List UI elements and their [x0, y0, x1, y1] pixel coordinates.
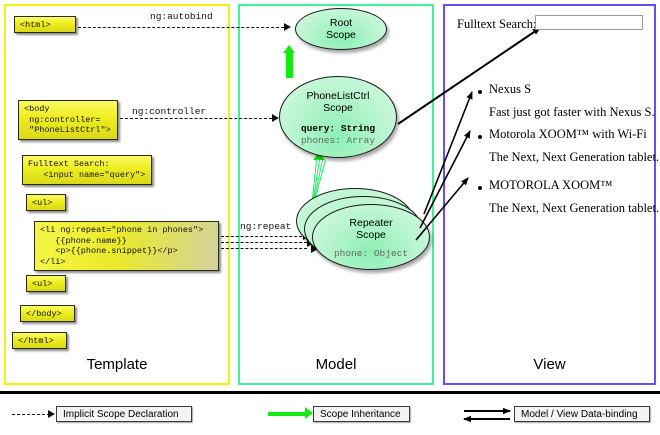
view-list-bullet — [478, 90, 482, 94]
connector-ng-repeat-2 — [221, 242, 307, 243]
legend-separator — [0, 391, 660, 394]
panel-title-model: Model — [315, 356, 357, 373]
scope-phonelistctrl-title-line2: Scope — [323, 102, 353, 114]
inheritance-arrow-ctrl-to-root-shaft — [286, 52, 293, 78]
code-box-li-repeat: <li ng:repeat="phone in phones"> {{phone… — [34, 221, 219, 271]
view-item-name: MOTOROLA XOOM™ — [489, 178, 613, 192]
legend-dashed-arrow — [48, 410, 55, 418]
code-box-ul-open: <ul> — [26, 194, 66, 211]
scope-root-title-line2: Scope — [326, 29, 356, 41]
scope-repeater-title-line1: Repeater — [349, 217, 393, 229]
legend-label-implicit-scope-declaration: Implicit Scope Declaration — [56, 406, 192, 422]
panel-title-template: Template — [86, 356, 148, 373]
view-search-input[interactable] — [535, 15, 643, 30]
legend-double-arrow — [463, 407, 511, 423]
code-box-html-close: </html> — [12, 332, 67, 349]
code-box-body-close: </body> — [20, 305, 75, 322]
connector-ng-controller — [120, 118, 272, 119]
code-box-body-open: <body ng:controller= "PhoneListCtrl"> — [18, 100, 118, 140]
connector-ng-controller-arrow — [272, 114, 279, 122]
scope-phonelistctrl-title-line1: PhoneListCtrl — [306, 90, 370, 102]
scope-phonelistctrl: PhoneListCtrl Scope query: String phones… — [279, 76, 397, 158]
scope-phonelistctrl-prop-phones: phones: Array — [300, 135, 376, 146]
panel-view: View — [443, 4, 656, 385]
connector-ng-autobind — [78, 27, 284, 28]
code-box-fulltext-search: Fulltext Search: <input name="query"> — [22, 155, 152, 185]
inheritance-arrow-ctrl-to-root-head — [283, 45, 295, 53]
scope-root-title-line1: Root — [329, 17, 353, 29]
scope-phonelistctrl-prop-query: query: String — [300, 123, 376, 134]
legend-label-scope-inheritance: Scope Inheritance — [313, 406, 410, 422]
label-ng-controller: ng:controller — [132, 106, 207, 117]
scope-repeater-title-line2: Scope — [356, 229, 386, 241]
code-box-ul-close: <ul> — [26, 275, 66, 292]
code-box-html-open: <html> — [14, 16, 76, 33]
connector-ng-autobind-arrow — [284, 23, 291, 31]
view-item-snippet: Fast just got faster with Nexus S. — [489, 105, 655, 119]
view-search-label: Fulltext Search: — [457, 17, 537, 31]
scope-root: Root Scope — [295, 8, 387, 50]
connector-ng-repeat-3 — [221, 248, 307, 249]
label-ng-autobind: ng:autobind — [150, 11, 213, 22]
label-ng-repeat: ng:repeat — [240, 221, 292, 232]
view-item-name: Motorola XOOM™ with Wi-Fi — [489, 127, 647, 141]
legend-green-line — [268, 412, 306, 416]
scope-repeater-prop-phone: phone: Object — [333, 248, 409, 259]
connector-ng-repeat-arrow-3 — [311, 245, 318, 253]
panel-title-view: View — [533, 356, 566, 373]
view-list-bullet — [478, 135, 482, 139]
legend-dashed-line — [12, 414, 50, 415]
legend-label-model-view-data-binding: Model / View Data-binding — [514, 406, 650, 422]
connector-ng-repeat-1 — [221, 236, 307, 237]
legend-green-arrow — [305, 407, 313, 419]
view-item-snippet: The Next, Next Generation tablet. — [489, 201, 660, 215]
view-item-name: Nexus S — [489, 82, 532, 96]
view-list-bullet — [478, 186, 482, 190]
scope-repeater: Repeater Scope phone: Object — [312, 204, 430, 270]
view-item-snippet: The Next, Next Generation tablet. — [489, 150, 660, 164]
